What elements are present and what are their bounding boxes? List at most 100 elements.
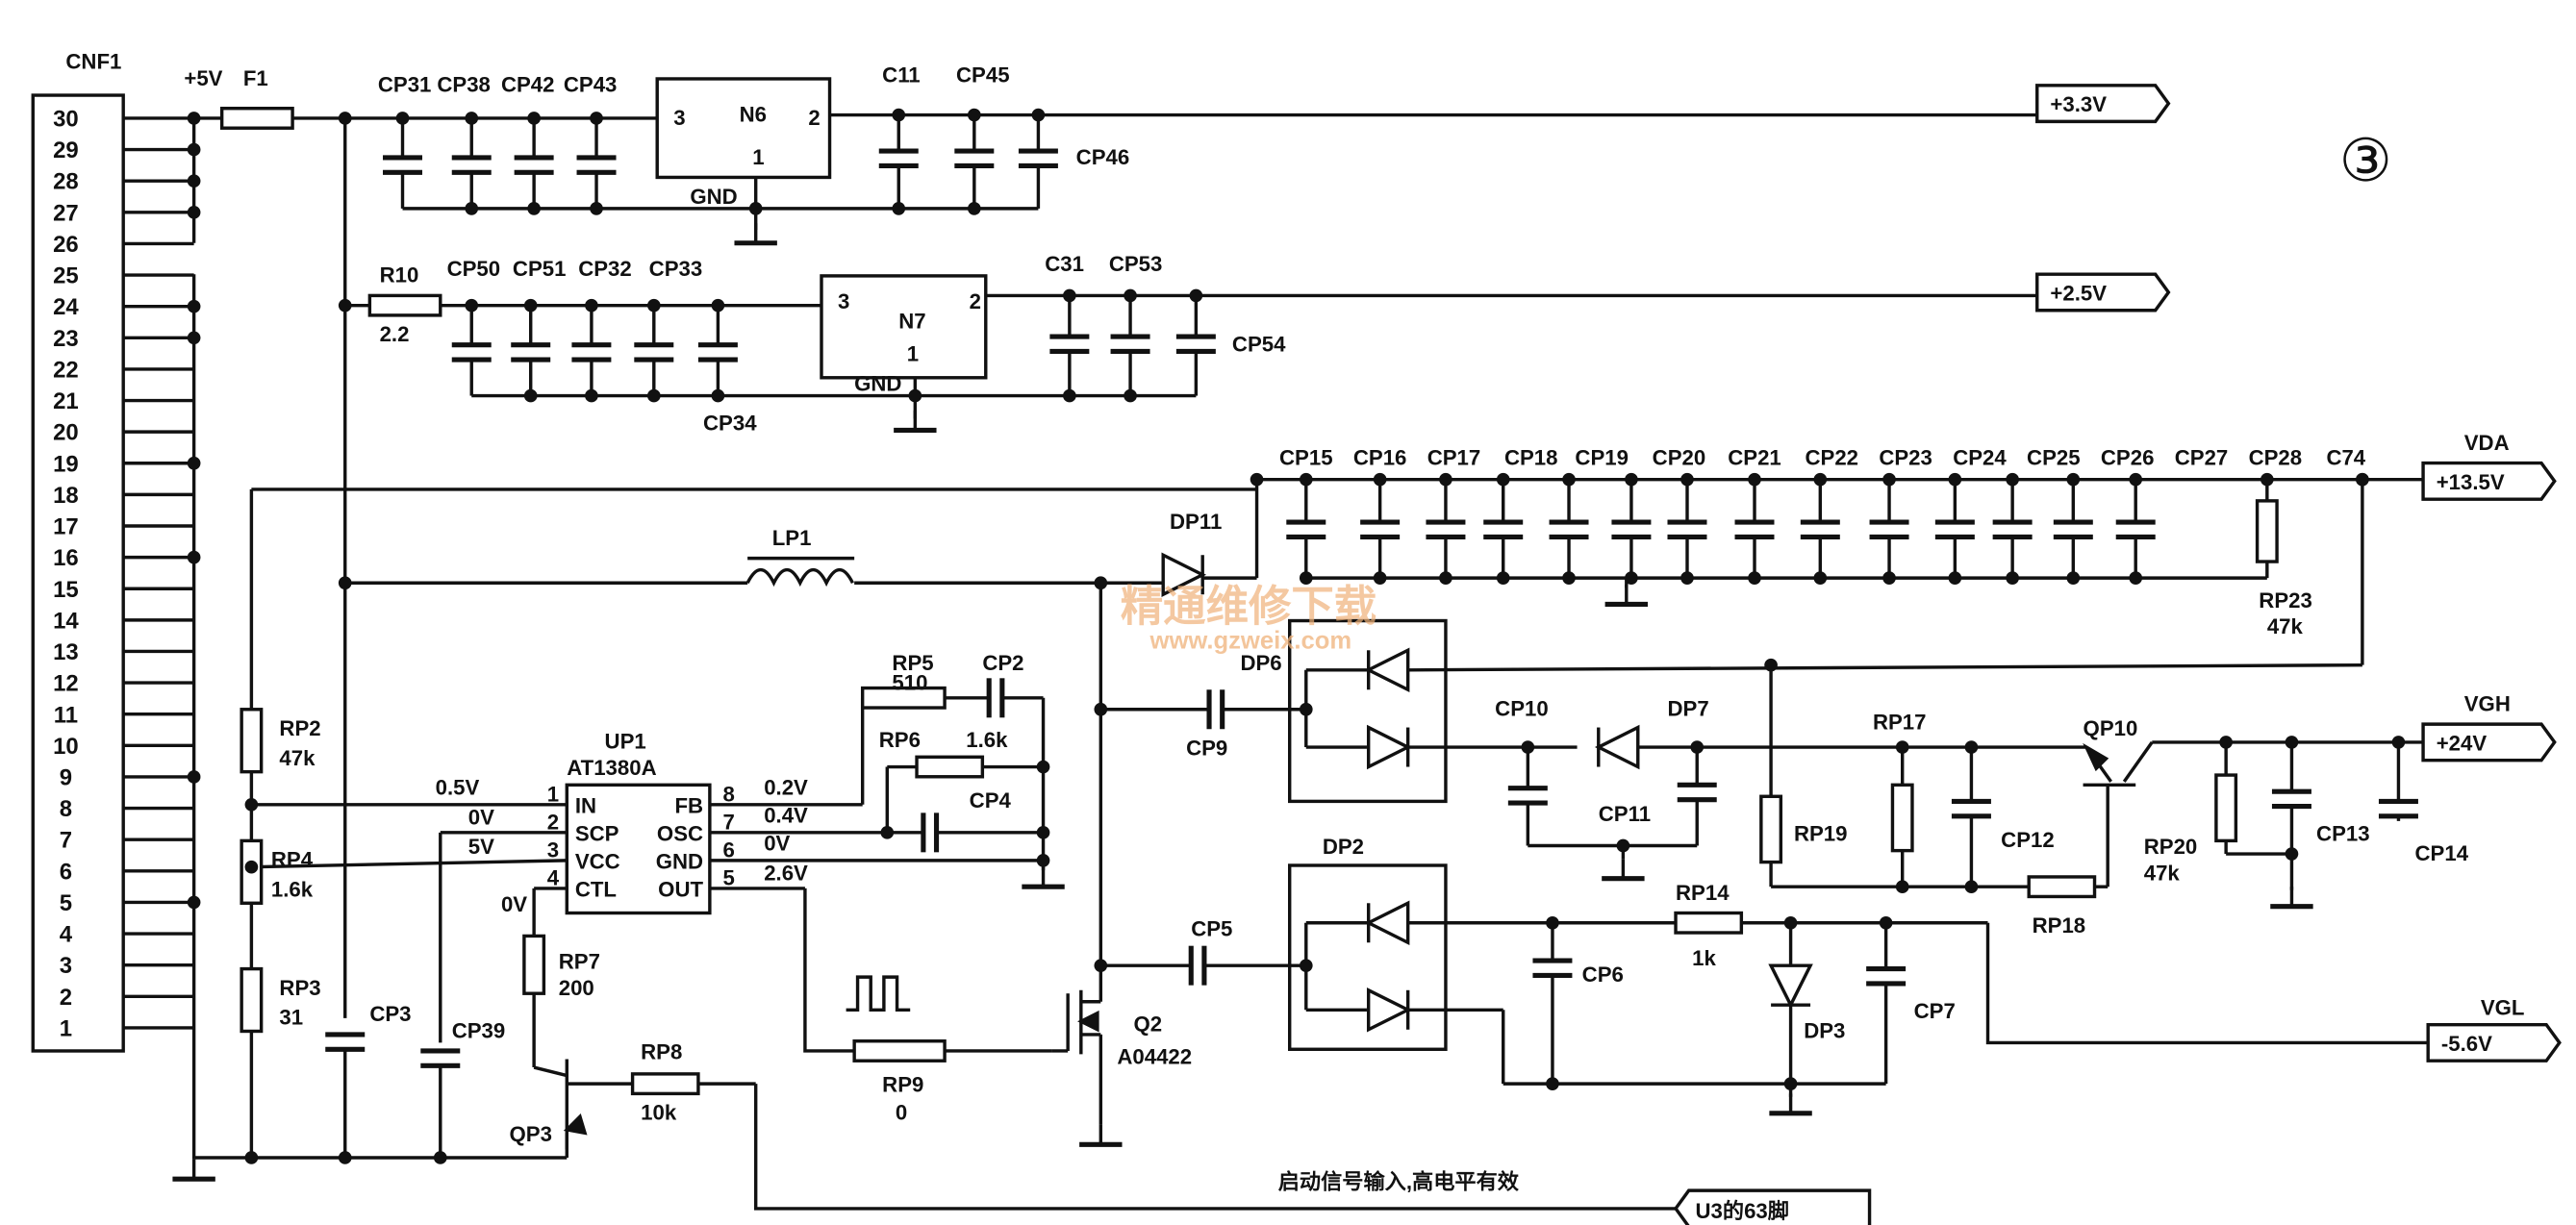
label-dp7: DP7: [1667, 697, 1708, 721]
inductor-lp1: [745, 567, 854, 588]
junction-dot: [1895, 740, 1909, 754]
square-wave-icon: [846, 975, 911, 1012]
capacitor-cp16: [1360, 519, 1401, 540]
output-vgh-label: +24V: [2437, 731, 2488, 755]
emitter-arrow: [2083, 742, 2109, 772]
junction-dot: [187, 770, 201, 784]
capacitor-cp21: [1667, 519, 1707, 540]
label-v5: +5V: [184, 66, 222, 90]
capacitor-cp3: [325, 1032, 366, 1052]
junction-dot: [1299, 571, 1313, 585]
junction-dot: [523, 388, 538, 403]
capacitor-cp28: [2115, 519, 2156, 540]
junction-dot: [1616, 838, 1630, 853]
capacitor-cp51: [511, 342, 551, 362]
diode-dp6-lower: [1366, 724, 1412, 770]
transistor-collector: [533, 1065, 568, 1078]
capacitor-cp12: [1951, 798, 1991, 819]
label-cp34: CP34: [703, 411, 757, 435]
connector-pin-number: 24: [53, 294, 79, 320]
junction-dot: [187, 174, 201, 188]
junction-dot: [1439, 472, 1452, 487]
diode-dp3: [1768, 963, 1813, 1009]
capacitor-cp4: [921, 812, 940, 853]
label-cp42: CP42: [501, 73, 555, 97]
label-c31: C31: [1045, 252, 1084, 276]
label-cp23: CP23: [1879, 445, 1932, 469]
junction-dot: [1496, 472, 1510, 487]
label-cp24: CP24: [1953, 445, 2007, 469]
output-vgl-tag: [2426, 1022, 2562, 1062]
output-3v3-tag: [2035, 84, 2171, 124]
label-rp23-val: 47k: [2267, 614, 2304, 638]
junction-dot: [338, 576, 352, 590]
capacitor-cp13: [2271, 788, 2311, 810]
connector-pin-number: 5: [60, 890, 72, 916]
capacitor-cp38: [451, 155, 492, 175]
u3-pin63-tag: [1673, 1188, 1872, 1225]
note-text: 启动信号输入,高电平有效: [1278, 1168, 1520, 1193]
junction-dot: [1496, 571, 1510, 585]
diode-dp2-lower: [1366, 988, 1412, 1033]
junction-dot: [1748, 571, 1761, 585]
label-up1-p4: 4: [547, 865, 560, 889]
label-rp7: RP7: [559, 950, 600, 974]
label-dp11: DP11: [1170, 510, 1222, 534]
label-cp2: CP2: [982, 651, 1023, 675]
junction-dot: [433, 1151, 447, 1164]
label-cp38: CP38: [437, 73, 491, 97]
junction-dot: [2006, 571, 2019, 585]
junction-dot: [2066, 571, 2081, 585]
resistor-rp6: [915, 755, 985, 779]
label-rp7-val: 200: [559, 976, 594, 1000]
label-up1-in: IN: [575, 793, 596, 817]
junction-dot: [590, 112, 603, 125]
capacitor-cp23: [1800, 519, 1840, 540]
label-up1-p2: 2: [547, 810, 559, 834]
junction-dot: [465, 112, 479, 125]
label-cp54: CP54: [1232, 332, 1286, 356]
label-cp19: CP19: [1575, 445, 1629, 469]
junction-dot: [523, 298, 538, 312]
junction-dot: [1625, 571, 1638, 585]
label-cp53: CP53: [1109, 252, 1163, 276]
diode-triangle: [1364, 900, 1410, 946]
resistor-rp7: [522, 934, 546, 995]
junction-dot: [1063, 388, 1076, 403]
label-up1-part: AT1380A: [567, 756, 656, 780]
junction-dot: [187, 895, 201, 910]
junction-dot: [187, 456, 201, 470]
capacitor-cp19: [1549, 519, 1589, 540]
label-cp28: CP28: [2249, 445, 2303, 469]
junction-dot: [1036, 760, 1050, 774]
label-cp33: CP33: [649, 257, 703, 281]
junction-dot: [244, 1151, 259, 1164]
label-rp3-val: 31: [279, 1006, 303, 1030]
junction-dot: [880, 826, 895, 839]
watermark-text: 精通维修下载: [1121, 584, 1376, 631]
junction-dot: [1783, 1077, 1798, 1090]
junction-dot: [2219, 736, 2233, 749]
connector-pin-number: 15: [53, 577, 79, 603]
connector-pin-number: 17: [53, 514, 79, 540]
junction-dot: [1521, 740, 1535, 754]
diode-dp6-upper: [1364, 647, 1410, 693]
junction-dot: [2285, 736, 2299, 749]
junction-dot: [1783, 915, 1798, 930]
diode-triangle: [1161, 552, 1207, 597]
label-cp11: CP11: [1599, 802, 1651, 826]
junction-dot: [1882, 472, 1896, 487]
connector-pin-number: 16: [53, 545, 79, 571]
junction-dot: [1094, 576, 1108, 590]
junction-dot: [646, 388, 661, 403]
label-cp39: CP39: [452, 1018, 506, 1042]
label-cp14: CP14: [2415, 841, 2469, 865]
label-cp3: CP3: [369, 1002, 411, 1026]
diode-dp11: [1161, 552, 1207, 597]
output-vgl-label: -5.6V: [2441, 1032, 2492, 1056]
connector-pin-number: 11: [54, 702, 78, 728]
label-n7-p1: 1: [907, 342, 919, 366]
junction-dot: [187, 331, 201, 345]
label-dp6: DP6: [1240, 651, 1281, 675]
label-up1-p5: 5: [723, 865, 735, 889]
